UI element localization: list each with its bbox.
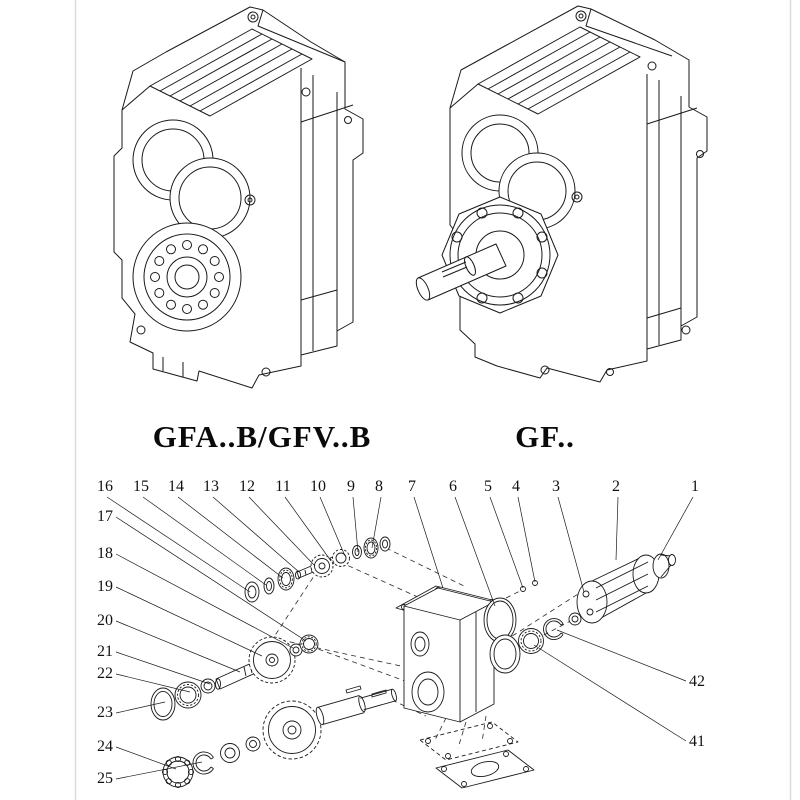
assembly-intermediate-shaft [150,634,319,721]
callout-23: 23 [97,704,113,721]
part-gasket-ring [483,597,517,643]
assembly-motor-input [489,553,676,674]
callout-17: 17 [97,508,113,525]
callout-24: 24 [97,738,113,755]
callout-9: 9 [347,478,355,495]
callout-4: 4 [512,478,520,495]
output-shaft-right [415,243,507,301]
exploded-view: 16 15 14 13 12 11 10 9 8 7 6 5 4 3 2 1 1… [97,478,705,789]
assembly-output-shaft [161,685,397,789]
callout-18: 18 [97,545,113,562]
photo-frame [74,0,792,800]
callout-20: 20 [97,612,113,629]
input-bores-left [132,119,256,239]
callout-25: 25 [97,770,113,787]
callout-19: 19 [97,578,113,595]
cooling-fins-left [149,28,313,117]
callout-42: 42 [689,673,705,690]
leader-lines [106,496,694,780]
callout-1: 1 [691,478,699,495]
callout-41: 41 [689,733,705,750]
side-panel-right-figure [646,74,698,349]
caption-left: GFA..B/GFV..B [153,419,372,454]
callout-8: 8 [375,478,383,495]
output-bearing-left [132,222,242,332]
gearbox-left-figure [113,6,364,389]
callout-21: 21 [97,643,113,660]
part-housing [395,585,501,723]
caption-right: GF.. [515,419,575,454]
callout-14: 14 [168,478,184,495]
callout-6: 6 [449,478,457,495]
callout-16: 16 [97,478,113,495]
assembly-input-shaft [244,536,391,603]
callout-12: 12 [239,478,255,495]
part-cover-plates [419,721,535,789]
callout-22: 22 [97,665,113,682]
side-panel-left-figure [300,68,354,355]
callout-15: 15 [133,478,149,495]
gearbox-right-figure [415,5,708,383]
callout-3: 3 [552,478,560,495]
part-bolt-a [520,586,526,592]
callout-7: 7 [408,478,416,495]
callout-13: 13 [203,478,219,495]
callout-numbers: 16 15 14 13 12 11 10 9 8 7 6 5 4 3 2 1 1… [97,478,705,787]
cooling-fins-right [477,26,641,115]
callout-2: 2 [612,478,620,495]
callout-10: 10 [310,478,326,495]
callout-11: 11 [275,478,290,495]
exploded-parts [150,536,676,789]
callout-5: 5 [484,478,492,495]
